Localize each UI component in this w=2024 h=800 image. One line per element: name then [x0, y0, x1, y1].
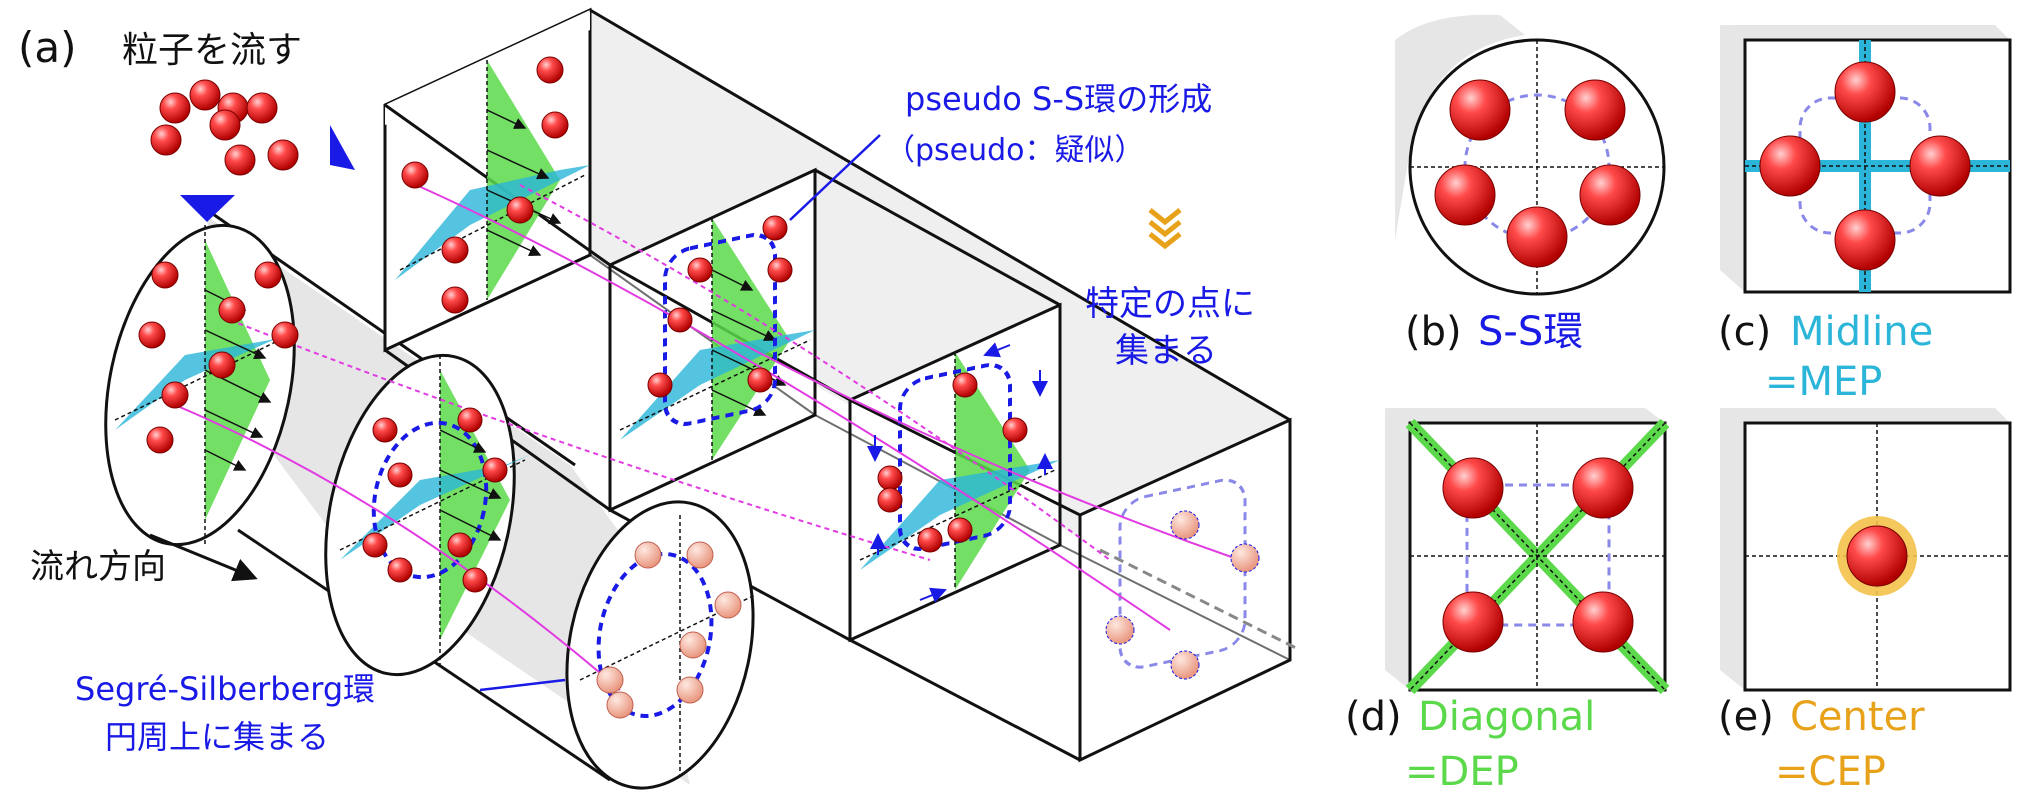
inlet-marker-down — [180, 195, 235, 222]
ring-outlet — [596, 551, 714, 719]
pseudo-title: pseudo S-S環の形成 — [905, 80, 1212, 118]
gather-line2: 集まる — [1115, 331, 1217, 371]
cylinder-inlet — [104, 223, 296, 547]
panel-b-letter: (b) — [1405, 309, 1462, 355]
panel-e: (e) Center =CEP — [1718, 408, 2012, 795]
pseudo-ring-3 — [898, 363, 1012, 551]
panel-c-abbr: =MEP — [1765, 359, 1882, 405]
velocity-profile-duct-1 — [395, 60, 590, 300]
trajectories — [174, 179, 1241, 691]
flow-direction-arrow — [149, 533, 258, 582]
particles-incoming — [150, 79, 299, 176]
particles-outlet — [596, 541, 742, 719]
panel-c-name: Midline — [1790, 309, 1933, 355]
pseudo-ring-2 — [663, 232, 777, 426]
velocity-profile-duct-2 — [619, 218, 815, 460]
ring-line2: 円周上に集まる — [105, 718, 329, 756]
particles-section — [138, 56, 1028, 593]
ring-line1: Segré-Silberberg環 — [75, 670, 375, 708]
duct-wall-bottom — [590, 10, 1290, 660]
panel-e-letter: (e) — [1718, 694, 1774, 740]
gather-line1: 特定の点に — [1085, 284, 1255, 324]
panel-d-name: Diagonal — [1418, 694, 1595, 740]
secondary-flow-arrows — [867, 342, 1053, 603]
panel-d-letter: (d) — [1345, 694, 1402, 740]
panel-d: (d) Diagonal =DEP — [1345, 408, 1670, 795]
panel-e-abbr: =CEP — [1775, 749, 1886, 795]
panel-a: (a) 粒子を流す 流れ方向 pseudo S-S環の形成 （pseudo：疑似… — [18, 7, 1301, 790]
inlet-marker-right — [330, 125, 355, 170]
leader-ring — [479, 678, 566, 692]
chevron-down-icon — [1148, 208, 1182, 250]
velocity-profile-duct-3 — [859, 352, 1060, 590]
panel-e-name: Center — [1790, 694, 1925, 740]
leader-pseudo — [789, 134, 881, 221]
panel-b: (b) S-S環 — [1395, 14, 1666, 355]
panel-c-letter: (c) — [1718, 309, 1771, 355]
flow-particles-label: 粒子を流す — [122, 30, 302, 71]
cylinder-middle — [324, 353, 530, 677]
panel-c: (c) Midline =MEP — [1718, 25, 2012, 405]
flow-direction-label: 流れ方向 — [30, 547, 166, 587]
pseudo-note: （pseudo：疑似） — [885, 133, 1145, 168]
panel-d-abbr: =DEP — [1405, 749, 1519, 795]
panel-b-name: S-S環 — [1478, 309, 1583, 355]
particles-final — [1099, 510, 1301, 680]
ring-middle — [371, 420, 489, 580]
panel-a-letter: (a) — [18, 23, 77, 72]
